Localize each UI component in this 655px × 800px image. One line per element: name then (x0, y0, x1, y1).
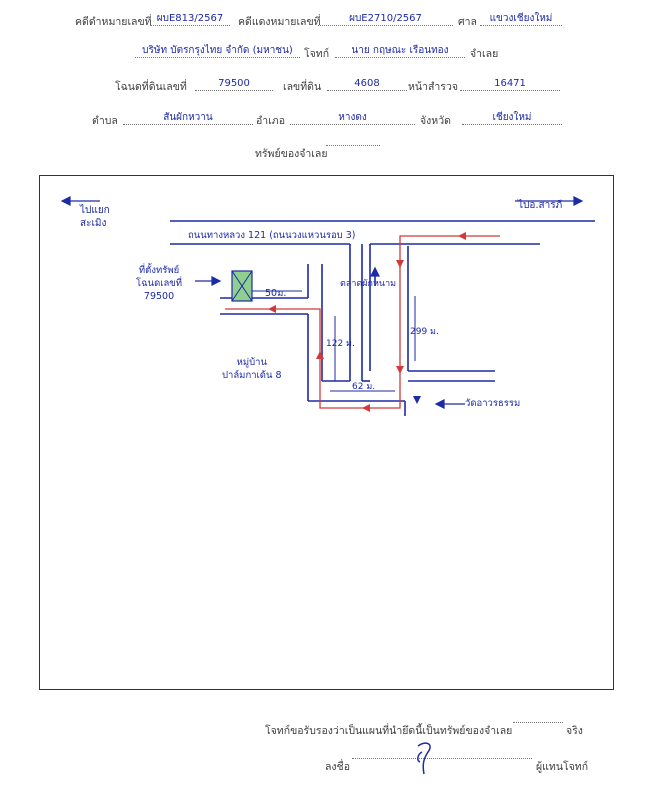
subdistrict-label: ตำบล (92, 115, 118, 127)
property-pointer-head (211, 276, 222, 286)
property-location-label: ที่ตั้งทรัพย์ โฉนดเลขที่ 79500 (136, 265, 183, 302)
land-no-value: 4608 (327, 78, 407, 91)
red-case-value: ผบE2710/2567 (318, 13, 453, 26)
distance-62-label: 62 ม. (352, 382, 376, 392)
deed-value: 79500 (195, 78, 273, 91)
certify-text: โจทก์ขอรับรองว่าเป็นแผนที่นำยึดนี้เป็นทร… (265, 725, 513, 737)
market-arrowhead (370, 266, 380, 277)
plaintiff-name: บริษัท บัตรกรุงไทย จำกัด (มหาชน) (135, 45, 300, 58)
distance-299-label: 299 ม. (410, 327, 439, 337)
temple-side-arrow (413, 396, 421, 404)
district-label: อำเภอ (256, 115, 286, 127)
route-line (225, 235, 500, 409)
defendant-label: จำเลย (470, 48, 499, 60)
court-label: ศาล (458, 16, 477, 28)
black-case-label: คดีดำหมายเลขที่ (75, 16, 152, 28)
survey-label: หน้าสำรวจ (408, 81, 458, 93)
property-marker (231, 270, 253, 302)
court-value: แขวงเชียงใหม่ (480, 13, 562, 26)
property-label: ทรัพย์ของจำเลย (255, 148, 328, 160)
attorney-label: ผู้แทนโจทก์ (536, 761, 589, 773)
market-label: ตลาดผักหนาม (340, 279, 397, 289)
signature-line (352, 758, 532, 759)
map-frame: ไปแยก สะเมิง ไปอ.สารภี ถนนทางหลวง 121 (ถ… (39, 175, 614, 690)
province-label: จังหวัด (420, 115, 451, 127)
district-value: หางดง (290, 112, 415, 125)
village-label: หมู่บ้าน ปาล์มกาเด้น 8 (222, 357, 282, 381)
deed-label: โฉนดที่ดินเลขที่ (115, 81, 187, 93)
province-value: เชียงใหม่ (462, 112, 562, 125)
left-direction-arrowhead (60, 196, 71, 206)
land-no-label: เลขที่ดิน (283, 81, 322, 93)
right-direction-label: ไปอ.สารภี (518, 200, 563, 211)
defendant-name: นาย กฤษณะ เรือนทอง (335, 45, 465, 58)
right-direction-arrowhead (573, 196, 584, 206)
route-arrows (268, 232, 466, 412)
distance-50-label: 50ม. (265, 288, 287, 299)
survey-value: 16471 (460, 78, 560, 91)
certify-blank (513, 722, 563, 723)
black-case-value: ผบE813/2567 (150, 13, 230, 26)
location-map (60, 196, 595, 416)
sign-label: ลงชื่อ (325, 761, 350, 773)
red-case-label: คดีแดงหมายเลขที่ (238, 16, 321, 28)
temple-pointer-head (434, 399, 445, 409)
plaintiff-label: โจทก์ (304, 48, 330, 60)
signature-mark (417, 742, 431, 775)
subdistrict-value: สันผักหวาน (123, 112, 253, 125)
main-road-label: ถนนทางหลวง 121 (ถนนวงแหวนรอบ 3) (188, 230, 356, 241)
temple-label: วัดอาวรธรรม (465, 398, 521, 409)
distance-122-label: 122 ม. (326, 339, 355, 349)
true-word: จริง (566, 725, 583, 737)
left-direction-label: ไปแยก สะเมิง (80, 205, 110, 229)
property-blank (326, 145, 380, 146)
